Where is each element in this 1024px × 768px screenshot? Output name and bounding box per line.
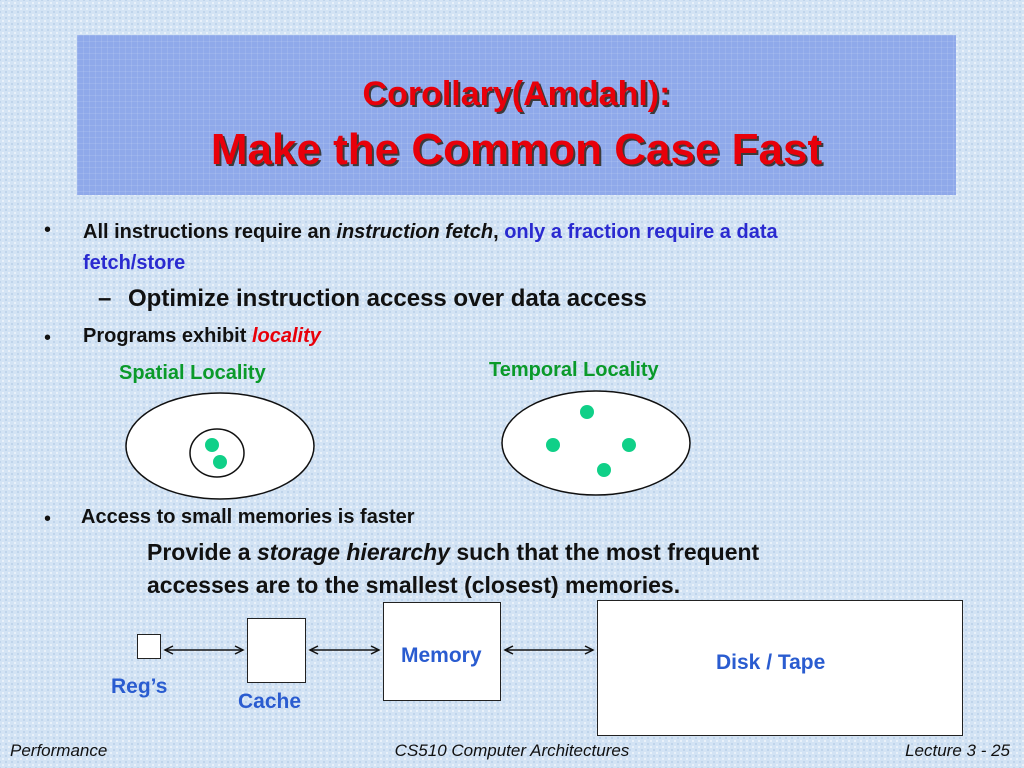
footer-course-title-text: CS510 Computer Architectures [394, 741, 630, 760]
arrowhead-left [503, 645, 514, 655]
disk-tape-label: Disk / Tape [716, 651, 826, 674]
temporal-locality-label: Temporal Locality [489, 359, 659, 381]
bullet-emphasis-locality: locality [251, 325, 321, 347]
arrowhead-right [584, 645, 595, 655]
memory-box [383, 602, 501, 701]
bullet-marker: • [44, 219, 52, 241]
arrowhead-right [370, 645, 381, 655]
paragraph-emphasis: storage hierarchy [256, 539, 450, 565]
cache-label: Cache [238, 690, 302, 713]
arrowhead-right [234, 645, 245, 655]
arrowhead-left [308, 645, 319, 655]
memory-label: Memory [401, 644, 482, 667]
paragraph-text: such that the most frequent [449, 539, 760, 565]
footer-course-section: Performance [10, 741, 108, 760]
bullet-locality: Programs exhibit locality [83, 325, 321, 348]
temporal-point [622, 438, 636, 452]
sub-bullet-dash: – [98, 285, 112, 312]
bullet-text: Programs exhibit [83, 325, 252, 347]
storage-hierarchy-paragraph: Provide a storage hierarchy such that th… [147, 536, 759, 602]
temporal-point [597, 463, 611, 477]
bullet-text: , [493, 221, 505, 243]
spatial-locality-label: Spatial Locality [119, 362, 266, 384]
spatial-ellipse [125, 392, 315, 500]
arrowhead-left [163, 645, 174, 655]
spatial-point [205, 438, 219, 452]
paragraph-text: Provide a [147, 539, 257, 565]
spatial-point [213, 455, 227, 469]
bullet-small-memories: Access to small memories is faster [81, 506, 415, 528]
title-box: Corollary(Amdahl): Make the Common Case … [77, 35, 956, 195]
bullet-text: All instructions require an [83, 221, 337, 243]
paragraph-text: accesses are to the smallest (closest) m… [147, 572, 681, 598]
disk-tape-box [597, 600, 963, 736]
bullet-marker: • [44, 327, 52, 349]
bullet-marker: • [44, 508, 52, 530]
bullet-instruction-fetch: All instructions require an instruction … [83, 217, 993, 279]
temporal-point [546, 438, 560, 452]
footer-course-title: CS510 Computer Architectures [0, 741, 1024, 761]
cache-box [247, 618, 306, 683]
bullet-highlight: only a fraction require a data [504, 221, 778, 243]
sub-bullet-optimize: Optimize instruction access over data ac… [128, 285, 647, 312]
spatial-cluster-ellipse [189, 428, 245, 478]
bullet-highlight: fetch/store [83, 252, 186, 274]
slide-title-main: Make the Common Case Fast [210, 125, 823, 174]
slide-title-corollary: Corollary(Amdahl): [362, 75, 671, 113]
registers-box [137, 634, 161, 659]
temporal-ellipse [501, 390, 691, 496]
bullet-emphasis: instruction fetch [336, 221, 494, 243]
temporal-point [580, 405, 594, 419]
footer-lecture-page: Lecture 3 - 25 [905, 741, 1010, 760]
registers-label: Reg’s [111, 675, 168, 698]
